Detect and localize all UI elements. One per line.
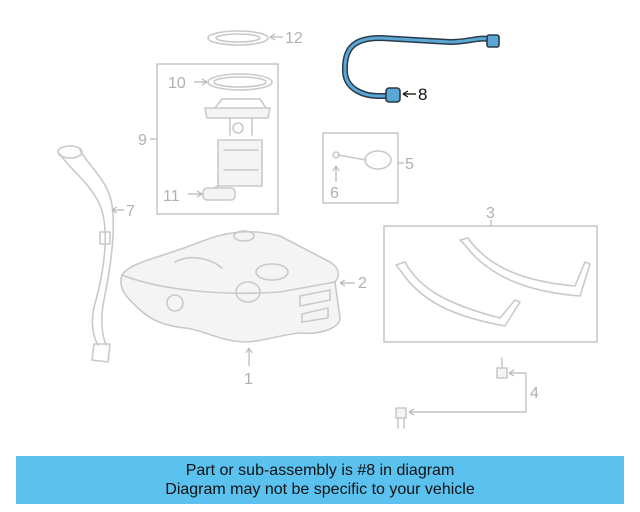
leader-10 [194, 78, 208, 86]
part-8-vapor-hose[interactable] [341, 34, 500, 103]
callout-12[interactable]: 12 [285, 30, 303, 47]
info-banner: Part or sub-assembly is #8 in diagram Di… [16, 456, 624, 504]
leader-1 [245, 347, 253, 366]
leader-8-arrow [402, 90, 409, 98]
part-5-fuel-sender[interactable] [332, 150, 392, 170]
leader-2 [339, 279, 355, 287]
banner-line-2: Diagram may not be specific to your vehi… [165, 481, 475, 498]
leader-11 [188, 190, 203, 198]
part-1-fuel-tank[interactable] [120, 230, 341, 343]
leader-6 [332, 165, 340, 182]
callout-8[interactable]: 8 [418, 85, 427, 104]
callout-11[interactable]: 11 [163, 188, 180, 205]
leader-4 [409, 372, 527, 413]
part-11-filter[interactable] [202, 187, 236, 201]
part-12-seal-ring[interactable] [207, 30, 269, 46]
callout-10[interactable]: 10 [168, 75, 186, 92]
banner-line-1: Part or sub-assembly is #8 in diagram [185, 462, 455, 479]
part-4-bolt-upper[interactable] [496, 357, 508, 379]
callout-6[interactable]: 6 [330, 185, 339, 202]
leader-7 [111, 206, 124, 214]
leader-12-arrow [269, 33, 276, 41]
callout-1[interactable]: 1 [244, 371, 253, 388]
part-7-filler-pipe[interactable] [57, 145, 115, 363]
callout-3[interactable]: 3 [486, 205, 495, 222]
part-4-bolt-lower[interactable] [395, 407, 407, 429]
callout-5[interactable]: 5 [405, 156, 414, 173]
part-3-tank-straps[interactable] [395, 237, 591, 327]
callout-9[interactable]: 9 [138, 132, 147, 149]
part-10-lock-ring[interactable] [207, 73, 273, 91]
callout-4[interactable]: 4 [530, 385, 539, 402]
part-3-box [383, 225, 598, 343]
leader-4-arrows [408, 369, 515, 416]
callout-7[interactable]: 7 [126, 203, 135, 220]
callout-2[interactable]: 2 [358, 275, 367, 292]
fuel-pump-module[interactable] [204, 98, 271, 193]
part-5-6-box [322, 132, 399, 204]
